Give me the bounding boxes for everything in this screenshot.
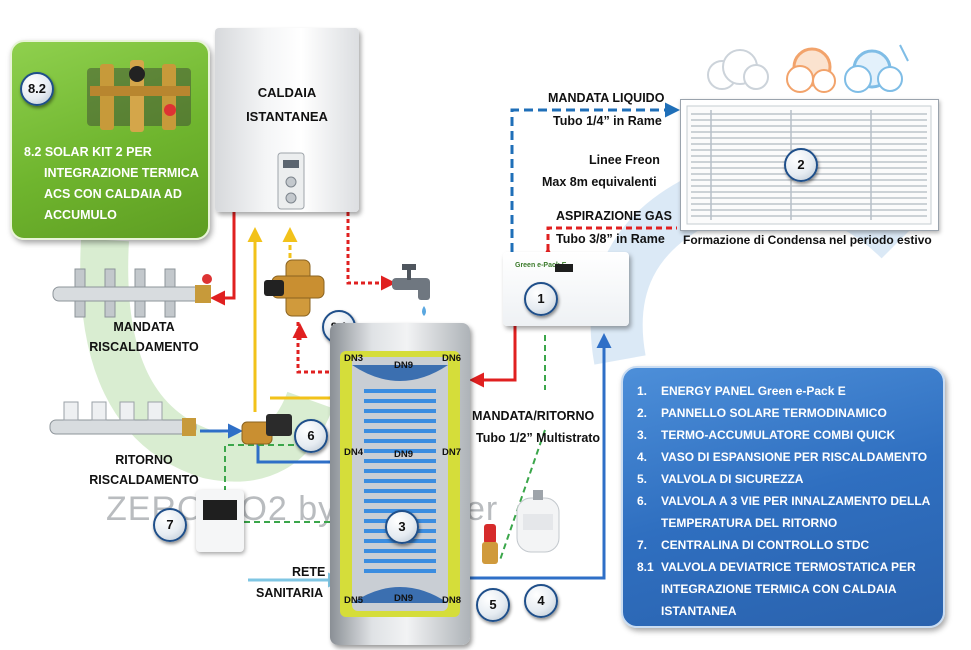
dn7-label: DN7: [442, 447, 462, 458]
dn6-label: DN6: [442, 353, 462, 364]
three-way-valve: [241, 414, 292, 445]
badge-4: 4: [524, 584, 558, 618]
label-mandata-ritorno: MANDATA/RITORNO: [472, 409, 595, 423]
weather-icons: [707, 44, 909, 93]
label-ritorno-risc-1: RITORNO: [115, 453, 173, 467]
label-sanitaria: SANITARIA: [256, 586, 324, 600]
legend-item: 3.TERMO-ACCUMULATORE COMBI QUICK: [637, 428, 896, 442]
energy-panel-pack: Green e-Pack E: [503, 252, 629, 326]
control-unit-stdc: [196, 490, 244, 552]
sun-cloud-icon: [786, 47, 836, 93]
label-tubo-3-8: Tubo 3/8” in Rame: [556, 232, 665, 246]
legend-item: 2.PANNELLO SOLARE TERMODINAMICO: [637, 406, 887, 420]
label-mandata-liquido: MANDATA LIQUIDO: [548, 91, 665, 105]
cloud-rain-icon: [844, 44, 909, 93]
badge-8-2: 8.2: [20, 72, 54, 106]
tank-interior: [340, 351, 460, 617]
legend-item: 7.CENTRALINA DI CONTROLLO STDC: [637, 538, 870, 552]
badge-7: 7: [153, 508, 187, 542]
boiler-label-1: CALDAIA: [257, 85, 317, 100]
label-condensa: Formazione di Condensa nel periodo estiv…: [683, 233, 932, 247]
label-max-8m: Max 8m equivalenti: [542, 175, 657, 189]
solar-kit-line-3: ACS CON CALDAIA AD: [44, 187, 182, 201]
label-linee-freon: Linee Freon: [589, 153, 660, 167]
dn3-label: DN3: [344, 353, 364, 364]
legend-item: 1.ENERGY PANEL Green e-Pack E: [637, 384, 846, 398]
ritorno-manifold: [49, 401, 197, 436]
badge-3: 3: [385, 510, 419, 544]
solar-kit-line-2: INTEGRAZIONE TERMICA: [44, 166, 199, 180]
pack-brand-label: Green e-Pack E: [515, 262, 567, 269]
legend-box: 1.ENERGY PANEL Green e-Pack E 2.PANNELLO…: [621, 366, 945, 628]
boiler-label-2: ISTANTANEA: [246, 109, 328, 124]
pack-display: [555, 264, 573, 272]
cloud-snow-icon: [707, 49, 769, 90]
solar-kit-line-1: 8.2 SOLAR KIT 2 PER: [24, 145, 152, 159]
badge-2: 2: [784, 148, 818, 182]
label-mandata-risc-1: MANDATA: [113, 320, 175, 334]
boiler-unit: CALDAIA ISTANTANEA: [215, 28, 359, 212]
badge-6: 6: [294, 419, 328, 453]
legend-item: 5.VALVOLA DI SICUREZZA: [637, 472, 804, 486]
legend-item: 6.VALVOLA A 3 VIE PER INNALZAMENTO DELLA: [637, 494, 931, 508]
solar-kit-line-4: ACCUMULO: [44, 208, 117, 222]
label-mandata-risc-2: RISCALDAMENTO: [89, 340, 199, 354]
badge-1: 1: [524, 282, 558, 316]
legend-item-continuation: INTEGRAZIONE TERMICA CON CALDAIA: [661, 582, 897, 596]
solar-kit-description: 8.2 SOLAR KIT 2 PER INTEGRAZIONE TERMICA…: [24, 142, 199, 226]
badge-5: 5: [476, 588, 510, 622]
label-aspirazione-gas: ASPIRAZIONE GAS: [556, 209, 672, 223]
safety-valve: [482, 524, 498, 564]
water-tap-icon: [392, 264, 430, 316]
dn4-label: DN4: [344, 447, 364, 458]
dn9-mid-label: DN9: [394, 449, 414, 460]
dn9-top-label: DN9: [394, 360, 414, 371]
dn5-label: DN5: [344, 595, 364, 606]
label-tubo-1-4: Tubo 1/4” in Rame: [553, 114, 662, 128]
legend-item-continuation: ISTANTANEA: [661, 604, 737, 618]
storage-tank: DN3 DN9 DN6 DN4 DN9 DN7 DN5 DN9 DN8: [330, 323, 470, 645]
solar-kit-info-box: 8.2 8.2 SOLAR KIT 2 PER INTEGRAZIONE TER…: [10, 40, 210, 240]
mandata-manifold: [52, 268, 212, 318]
legend-item: 4.VASO DI ESPANSIONE PER RISCALDAMENTO: [637, 450, 928, 464]
control-unit-display: [203, 500, 237, 520]
label-tubo-1-2: Tubo 1/2” Multistrato: [476, 431, 601, 445]
solar-kit-image: [87, 60, 191, 132]
boiler-control-panel: [277, 152, 305, 210]
label-ritorno-risc-2: RISCALDAMENTO: [89, 473, 199, 487]
legend-item-continuation: TEMPERATURA DEL RITORNO: [661, 516, 838, 530]
dn8-label: DN8: [442, 595, 462, 606]
dn9-bottom-label: DN9: [394, 593, 414, 604]
expansion-vessel: [516, 490, 560, 553]
label-rete: RETE: [292, 565, 326, 579]
thermostatic-diverter-valve: [264, 259, 325, 317]
legend-list: 1.ENERGY PANEL Green e-Pack E 2.PANNELLO…: [637, 380, 930, 622]
